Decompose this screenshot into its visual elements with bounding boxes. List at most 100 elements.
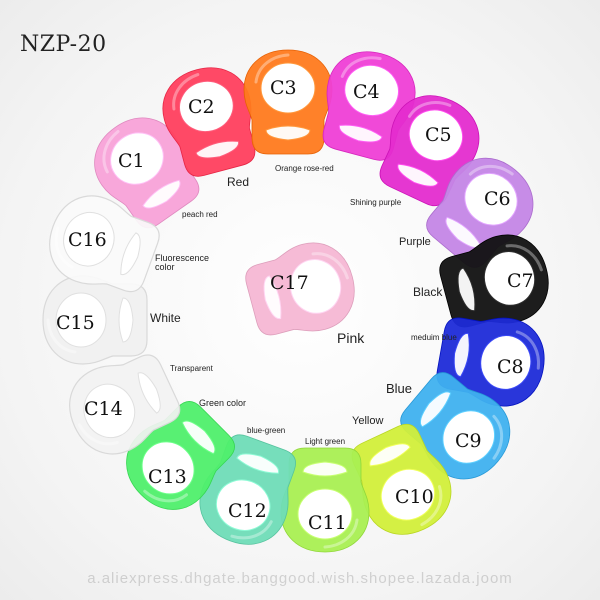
clip-hole — [442, 410, 496, 464]
color-code-c9: C9 — [455, 430, 482, 452]
color-code-c5: C5 — [425, 124, 452, 146]
color-code-c4: C4 — [353, 81, 380, 103]
clip-sheen — [143, 489, 188, 503]
clip-hole — [380, 468, 436, 521]
color-name-c12: blue-green — [247, 426, 286, 435]
clip-sheen — [230, 520, 273, 540]
clip-sheen — [102, 129, 120, 174]
color-code-c1: C1 — [118, 150, 145, 172]
clip-slot — [265, 125, 311, 141]
pacifier-clip-c10 — [342, 422, 462, 542]
color-name-c17: Pink — [337, 330, 365, 346]
color-code-c14: C14 — [84, 398, 123, 420]
color-code-c3: C3 — [270, 77, 297, 99]
clip-slot — [453, 332, 470, 378]
clip-hole — [408, 109, 464, 162]
pacifier-clip-c16 — [42, 184, 162, 304]
clip-sheen — [492, 414, 504, 460]
clip-sheen — [515, 330, 541, 370]
color-name-c11: Light green — [305, 437, 346, 446]
clip-slot — [236, 453, 280, 474]
clip-sheen — [505, 244, 543, 272]
clip-shape — [94, 117, 200, 229]
color-name-c1: peach red — [182, 210, 218, 219]
pacifier-clip-c8 — [432, 300, 552, 420]
color-name-c6: Purple — [399, 236, 431, 248]
clip-sheen — [311, 252, 349, 280]
clip-shape — [245, 242, 355, 336]
color-name-c4: Shining purple — [350, 198, 402, 207]
clip-sheen — [54, 226, 74, 269]
clip-slot — [120, 232, 141, 276]
clip-sheen — [77, 423, 119, 446]
watermark: a.aliexpress.dhgate.banggood.wish.shopee… — [87, 570, 513, 587]
color-code-c16: C16 — [68, 229, 107, 251]
color-name-c10: Yellow — [352, 415, 384, 427]
color-code-c6: C6 — [484, 188, 511, 210]
pacifier-clip-c11 — [265, 440, 385, 560]
color-code-c12: C12 — [228, 500, 267, 522]
clip-slot — [118, 297, 134, 343]
clip-sheen — [254, 53, 290, 84]
clip-shape — [69, 354, 181, 455]
clip-hole — [55, 292, 107, 348]
pacifier-clip-c1 — [85, 110, 205, 230]
color-name-c2: Red — [227, 175, 250, 189]
color-name-c9: Blue — [386, 381, 413, 396]
clip-sheen — [172, 73, 200, 111]
clip-shape — [280, 447, 370, 553]
clip-shape — [436, 317, 545, 407]
model-number: NZP-20 — [20, 32, 107, 57]
clip-slot — [137, 372, 161, 414]
color-code-c15: C15 — [56, 312, 95, 334]
clip-hole — [480, 334, 532, 390]
color-code-c11: C11 — [308, 512, 347, 534]
clip-shape — [439, 234, 549, 328]
clip-hole — [110, 132, 164, 185]
clip-slot — [195, 140, 240, 159]
clip-hole — [83, 383, 136, 439]
color-code-c10: C10 — [395, 486, 434, 508]
clip-sheen — [420, 485, 443, 527]
clip-slot — [397, 163, 439, 187]
color-name-c3: Orange rose-red — [275, 164, 334, 173]
clip-slot — [369, 443, 411, 467]
color-name-c8: meduim blue — [411, 333, 457, 342]
clip-sheen — [340, 56, 382, 78]
color-name-c7: Black — [413, 285, 443, 299]
clip-slot — [181, 420, 216, 455]
pacifier-clip-c14 — [62, 345, 182, 465]
clip-hole — [464, 172, 518, 226]
clip-hole — [297, 488, 353, 540]
clip-shape — [42, 275, 148, 365]
pacifier-clip-c7 — [436, 222, 556, 342]
pacifier-clip-c12 — [188, 432, 308, 552]
clip-slot — [338, 124, 383, 143]
clip-slot — [263, 275, 282, 320]
clip-hole — [344, 64, 399, 117]
color-code-c2: C2 — [188, 96, 215, 118]
color-code-c8: C8 — [497, 356, 524, 378]
clip-shape — [351, 423, 452, 535]
color-code-c7: C7 — [507, 270, 534, 292]
pacifier-clip-c15 — [35, 260, 155, 380]
color-name-c13: Green color — [199, 398, 247, 408]
clip-shape — [199, 434, 296, 545]
clip-slot — [445, 216, 482, 249]
clip-hole — [289, 259, 342, 314]
clip-hole — [215, 479, 271, 531]
clip-slot — [419, 391, 452, 428]
clip-sheen — [46, 318, 77, 354]
clip-hole — [483, 251, 536, 306]
clip-hole — [63, 211, 115, 267]
clip-slot — [457, 267, 476, 312]
color-code-c13: C13 — [148, 466, 187, 488]
clip-slot — [302, 461, 348, 477]
clip-hole — [260, 62, 316, 114]
color-name-c14: Transparent — [170, 364, 213, 373]
clip-hole — [141, 441, 195, 495]
color-name-c16: Fluorescence color — [155, 253, 210, 272]
clip-sheen — [323, 518, 359, 549]
color-code-c17: C17 — [270, 272, 309, 294]
